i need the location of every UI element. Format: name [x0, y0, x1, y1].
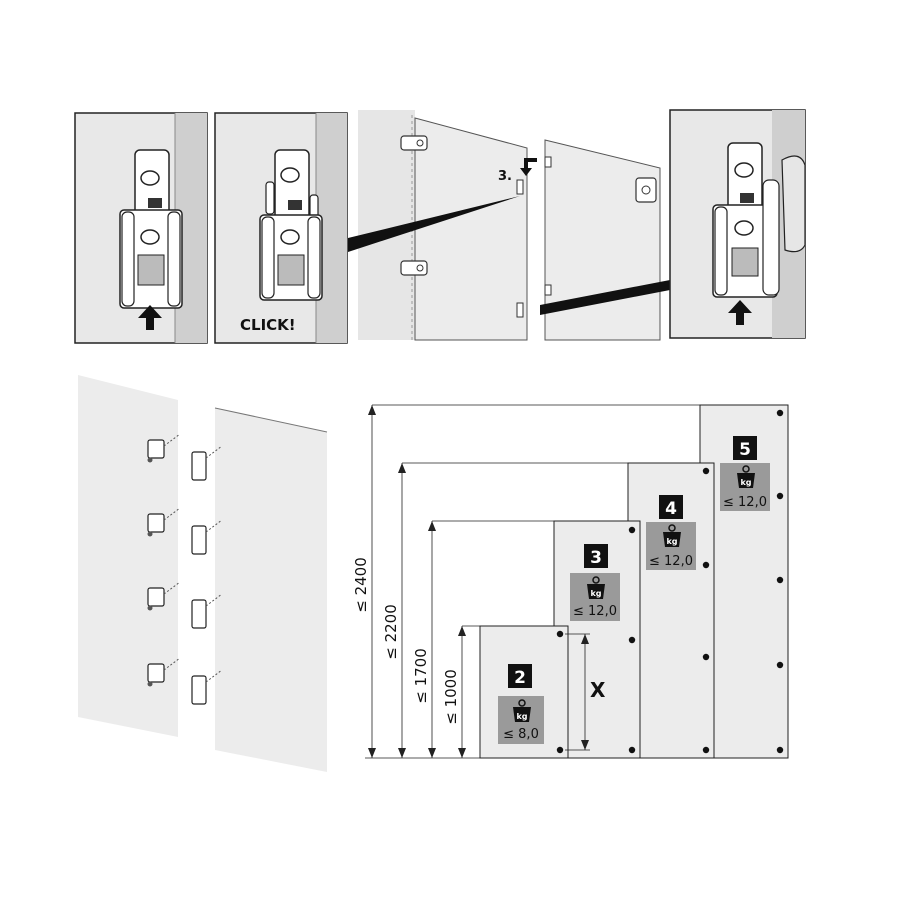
step3-arrow-icon: [520, 158, 537, 176]
panel-pair-illustration: [78, 375, 328, 772]
hinge-count-4: 4: [665, 499, 677, 519]
click-label: CLICK!: [240, 316, 296, 334]
step2-frame: CLICK!: [214, 112, 348, 344]
up-arrow-icon: [138, 305, 162, 330]
height-label-2200: ≤ 2200: [382, 604, 400, 660]
weight-limit-3: ≤ 12,0: [573, 604, 617, 619]
weight-icon: kg: [737, 465, 755, 488]
hinge-pair: [147, 433, 223, 481]
panel-4-label: 4 kg ≤ 12,0: [646, 495, 696, 570]
up-arrow-icon: [728, 300, 752, 325]
svg-text:kg: kg: [666, 537, 677, 546]
hinge-count-5: 5: [739, 440, 751, 460]
hinge-pair: [147, 657, 223, 705]
hinge-pair: [147, 507, 223, 555]
weight-limit-5: ≤ 12,0: [723, 495, 767, 510]
weight-limit-4: ≤ 12,0: [649, 554, 693, 569]
weight-limit-2: ≤ 8,0: [503, 727, 539, 742]
svg-text:kg: kg: [590, 589, 601, 598]
weight-icon: kg: [663, 524, 681, 547]
hinge-icon: [259, 149, 323, 301]
svg-text:kg: kg: [516, 712, 527, 721]
height-label-1700: ≤ 1700: [412, 648, 430, 704]
cup-hinge-icon: [400, 260, 428, 276]
step3-label: 3.: [498, 169, 512, 184]
step1-frame: [74, 112, 208, 344]
cup-hinge-icon: [400, 135, 428, 151]
dimension-lines: [365, 404, 700, 759]
hinge-icon: [119, 149, 183, 309]
height-label-1000: ≤ 1000: [442, 669, 460, 725]
x-dimension: [565, 633, 590, 751]
panel-2-label: 2 kg ≤ 8,0: [498, 664, 544, 744]
cup-hinge-icon: [635, 177, 657, 203]
cabinet-frame: 3.: [348, 110, 670, 341]
panel-3-label: 3 kg ≤ 12,0: [570, 544, 620, 621]
panel-5-label: 5 kg ≤ 12,0: [720, 436, 770, 511]
weight-icon: kg: [513, 699, 531, 722]
svg-text:kg: kg: [740, 478, 751, 487]
hinge-pair: [147, 581, 223, 629]
hinge-count-3: 3: [590, 548, 602, 568]
weight-icon: kg: [587, 576, 605, 599]
step4-frame: [669, 109, 806, 339]
hinge-count-2: 2: [514, 668, 526, 688]
x-label: X: [590, 678, 606, 702]
hinge-icon: [712, 142, 780, 298]
height-label-2400: ≤ 2400: [352, 557, 370, 613]
hinge-pairs: [147, 433, 223, 705]
